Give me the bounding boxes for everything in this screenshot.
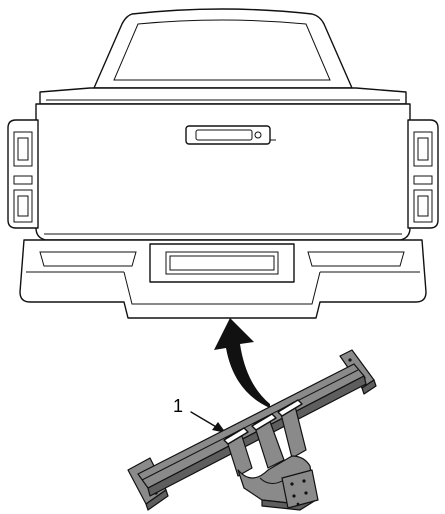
callout-number-1: 1 — [173, 396, 184, 416]
rear-window — [113, 19, 331, 81]
tailgate — [35, 103, 411, 241]
tow-bar-assembly — [127, 349, 377, 511]
curved-up-arrow-icon — [214, 318, 270, 408]
bed-rail — [39, 87, 407, 105]
license-plate-recess — [149, 243, 295, 283]
tail-light-left — [7, 119, 39, 229]
truck-cab — [93, 8, 353, 89]
tailgate-handle — [185, 125, 276, 145]
tail-light-right — [407, 119, 439, 229]
receiver-plate — [281, 469, 319, 509]
truck-rear — [7, 8, 439, 319]
callout-leader — [190, 411, 226, 433]
